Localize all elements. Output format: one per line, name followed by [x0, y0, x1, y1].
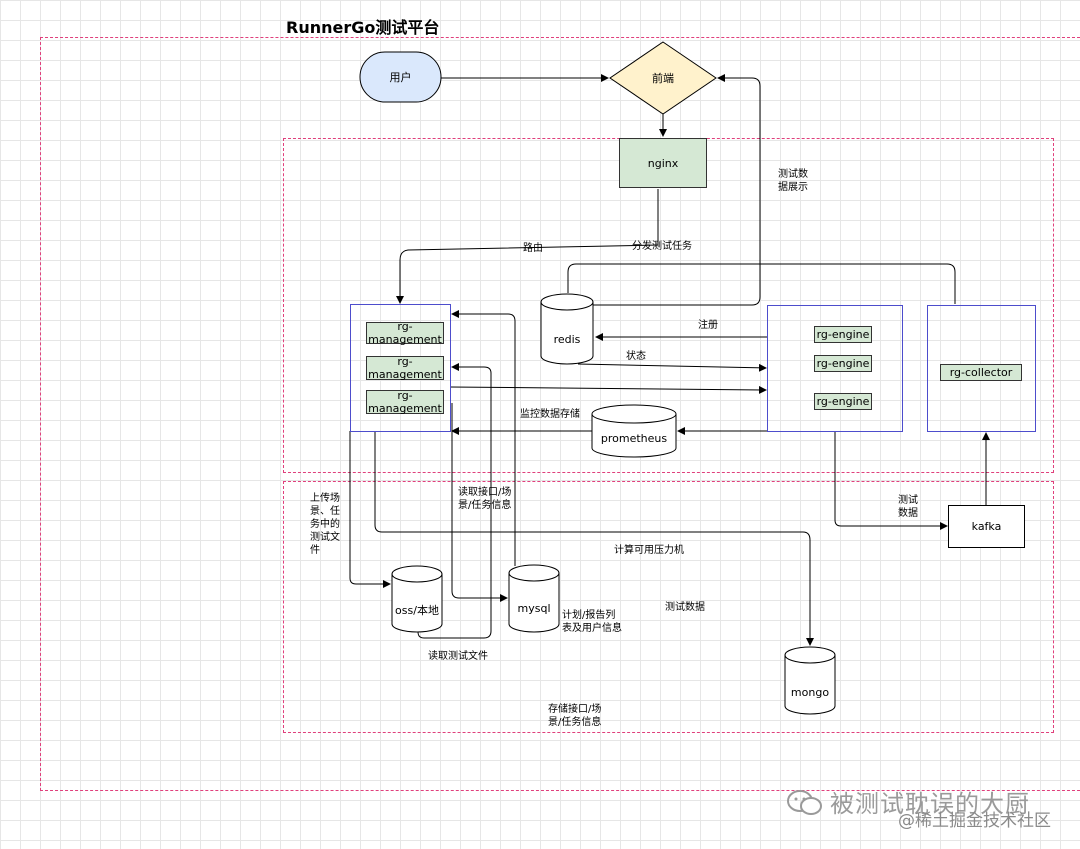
- oss-label: oss/本地: [395, 604, 439, 617]
- engine-node-2[interactable]: rg-engine: [814, 355, 872, 372]
- label-plan: 计划/报告列 表及用户信息: [562, 610, 622, 634]
- watermark-author: 被测试耽误的大厨: [830, 790, 1030, 818]
- label-display: 测试数 据展示: [778, 169, 808, 193]
- collector-group: [927, 305, 1036, 432]
- label-register: 注册: [698, 320, 718, 331]
- prometheus-label: prometheus: [600, 432, 668, 445]
- diagram-title: RunnerGo测试平台: [286, 18, 440, 37]
- mongo-cylinder: [784, 646, 836, 715]
- oss-cylinder: [391, 565, 443, 633]
- label-test-data-kafka: 测试 数据: [898, 495, 918, 519]
- redis-label: redis: [553, 333, 581, 346]
- nginx-node[interactable]: nginx: [619, 138, 707, 188]
- outer-platform-boundary: [40, 37, 1080, 791]
- kafka-node[interactable]: kafka: [948, 505, 1025, 548]
- management-node-1[interactable]: rg-management: [366, 320, 444, 346]
- label-calc: 计算可用压力机: [614, 545, 684, 556]
- mysql-label: mysql: [517, 602, 551, 615]
- storage-region: [283, 481, 1054, 733]
- mysql-cylinder: [508, 564, 560, 633]
- label-test-data: 测试数据: [665, 602, 705, 613]
- management-node-3[interactable]: rg-management: [366, 389, 444, 415]
- label-dispatch: 分发测试任务: [632, 241, 692, 252]
- engine-node-1[interactable]: rg-engine: [814, 326, 872, 343]
- watermark-site: @稀土掘金技术社区: [898, 811, 1051, 831]
- wechat-icon: [787, 790, 822, 815]
- label-store-api: 存储接口/场 景/任务信息: [548, 704, 602, 728]
- user-node[interactable]: 用户: [389, 71, 412, 84]
- management-group: [350, 304, 451, 432]
- label-route: 路由: [523, 243, 543, 254]
- label-monitor-store: 监控数据存储: [520, 409, 580, 420]
- engine-group: [767, 305, 903, 432]
- label-read-api: 读取接口/场 景/任务信息: [458, 487, 512, 511]
- prometheus-cylinder: [591, 404, 677, 458]
- management-node-2[interactable]: rg-management: [366, 355, 444, 381]
- label-upload: 上传场 景、任 务中的 测试文 件: [310, 493, 340, 556]
- redis-cylinder: [540, 293, 594, 365]
- engine-node-3[interactable]: rg-engine: [814, 393, 872, 410]
- mongo-label: mongo: [790, 686, 830, 699]
- label-read-file: 读取测试文件: [428, 651, 488, 662]
- frontend-node[interactable]: 前端: [652, 72, 674, 85]
- collector-node[interactable]: rg-collector: [940, 364, 1022, 381]
- user-shape: [359, 51, 442, 103]
- label-status: 状态: [626, 351, 646, 362]
